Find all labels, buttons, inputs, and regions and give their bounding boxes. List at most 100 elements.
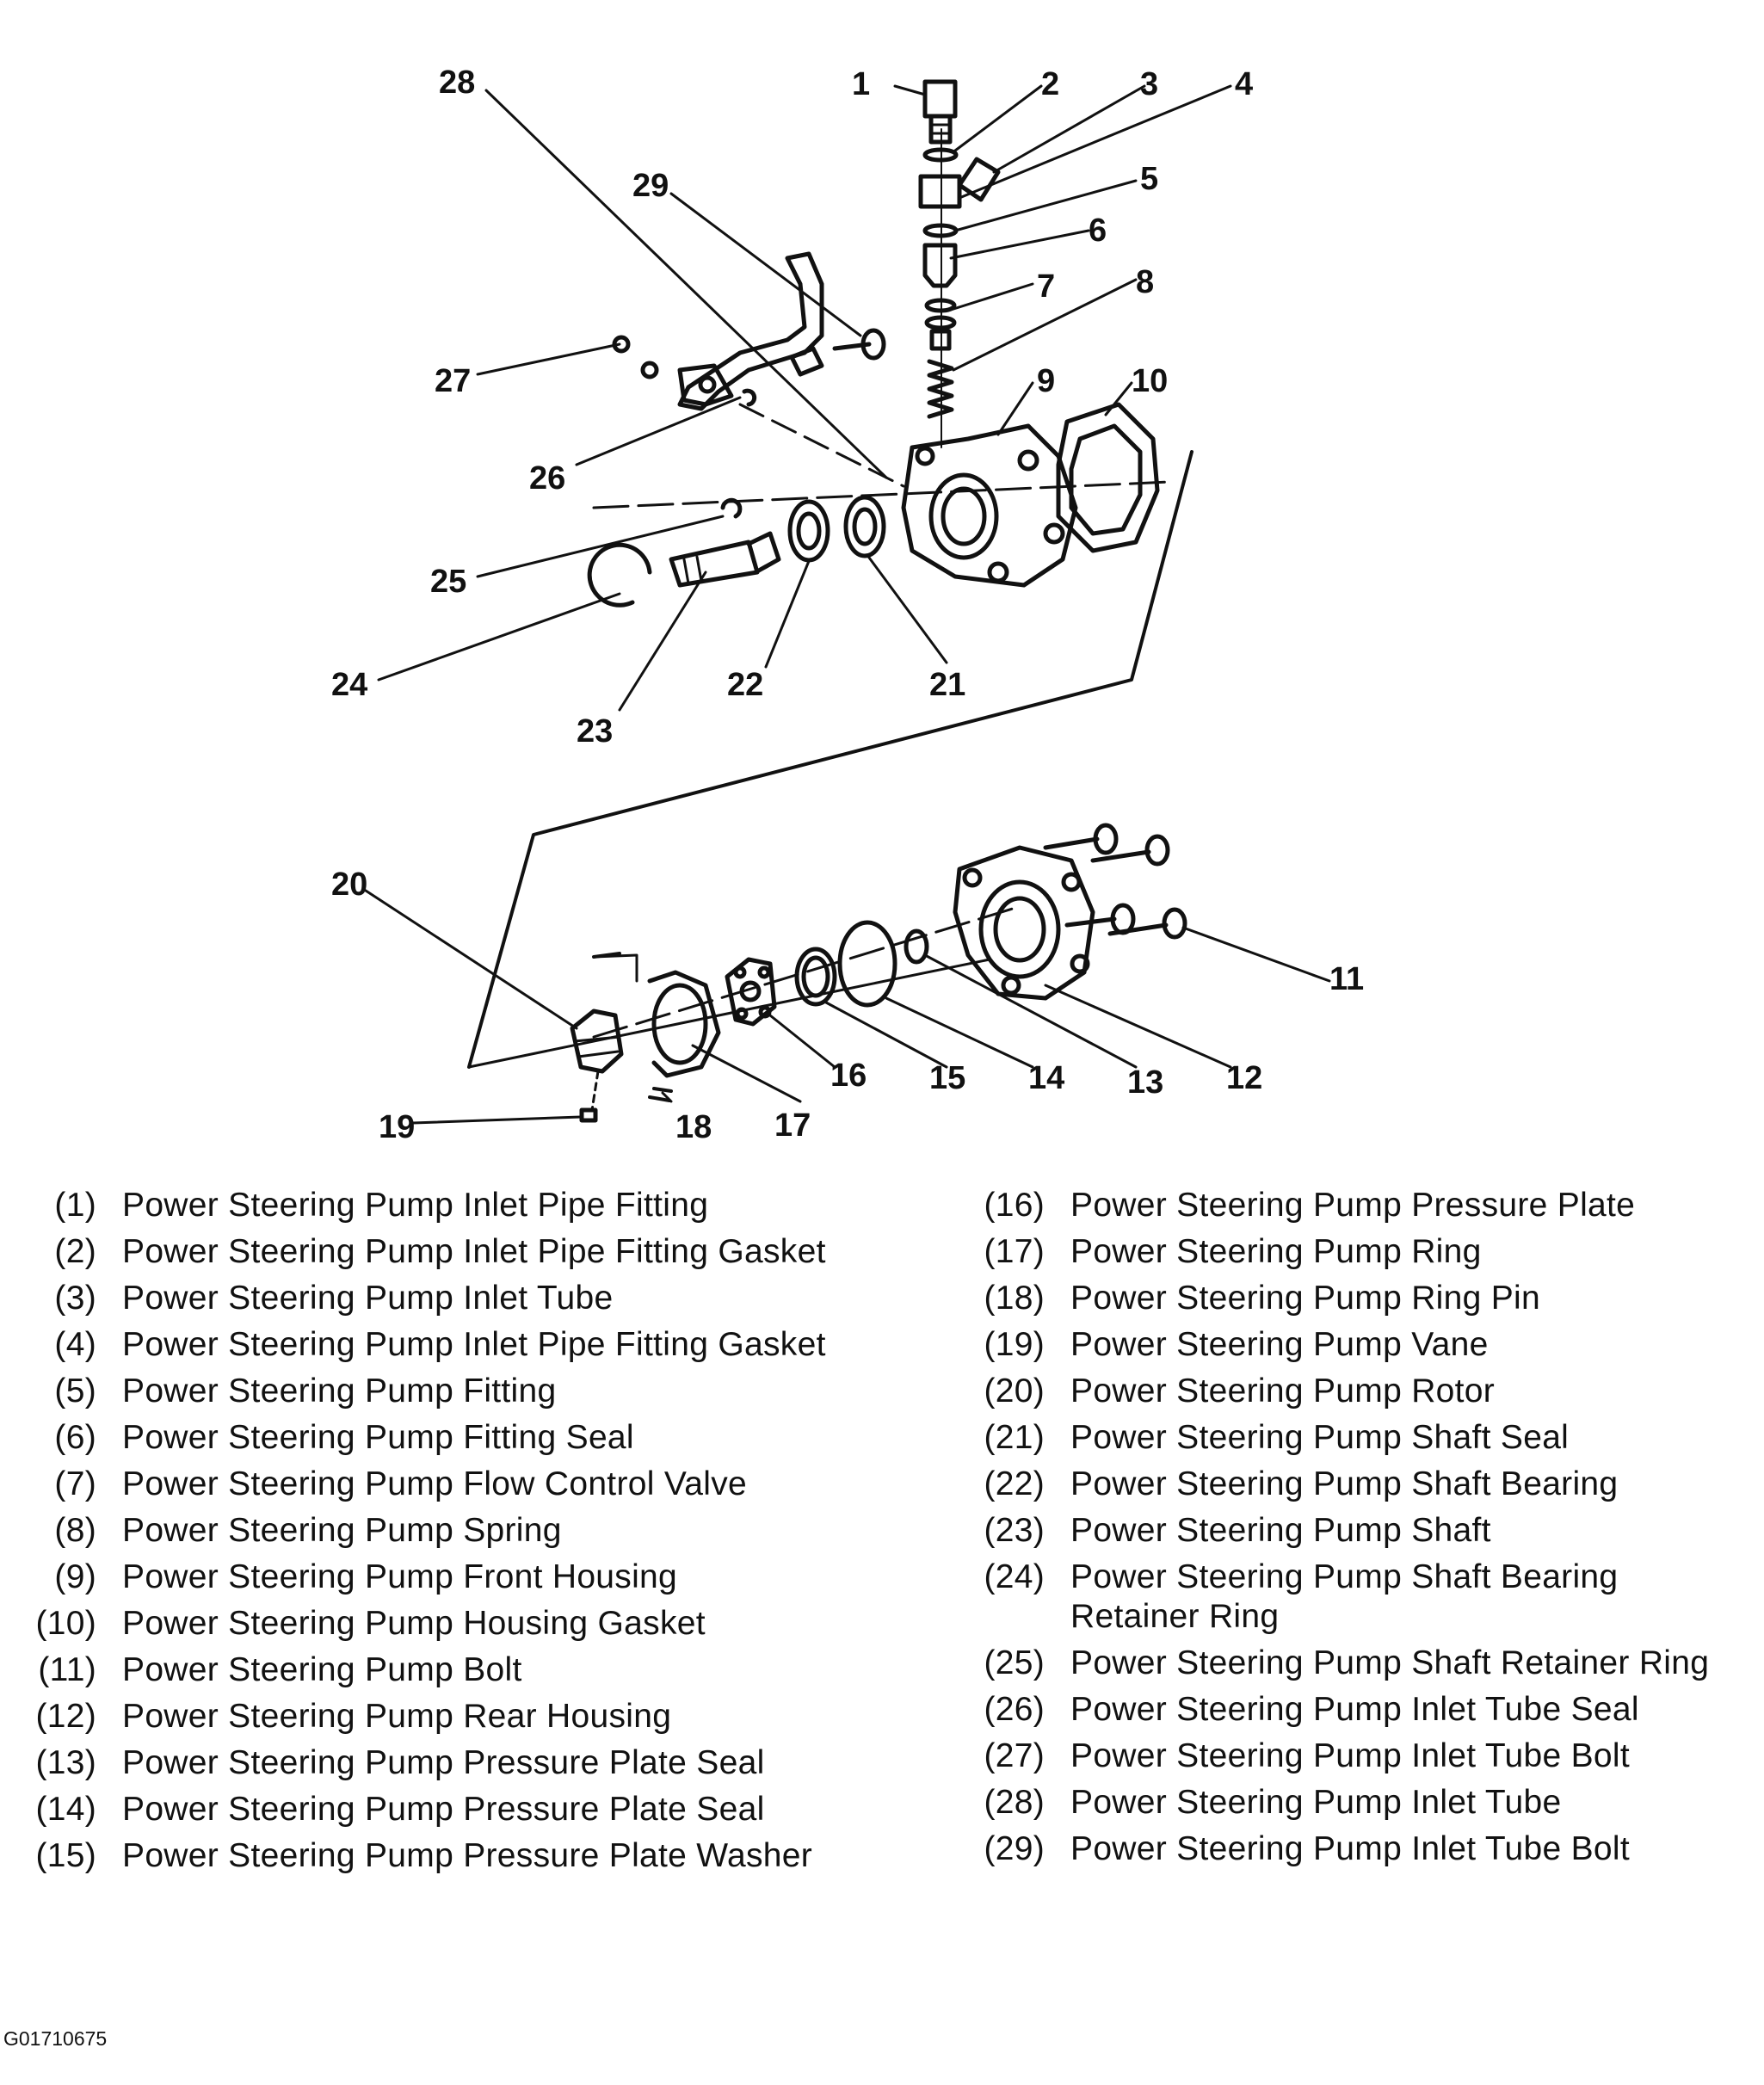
legend-number: (3) <box>54 1280 96 1317</box>
callout-1: 1 <box>852 66 870 102</box>
legend-number: (18) <box>984 1280 1045 1317</box>
legend-item: (22) Power Steering Pump Shaft Bearing <box>974 1465 1749 1504</box>
callout-3: 3 <box>1140 66 1158 102</box>
legend-number: (5) <box>54 1373 96 1410</box>
legend-number: (9) <box>54 1558 96 1595</box>
legend-item: (21) Power Steering Pump Shaft Seal <box>974 1418 1749 1458</box>
callout-11: 11 <box>1329 961 1364 997</box>
legend-number: (11) <box>38 1651 96 1688</box>
legend-item: (3) Power Steering Pump Inlet Tube <box>26 1279 938 1318</box>
legend-item: (23)Power Steering Pump Shaft <box>974 1511 1749 1551</box>
legend-item: (24) Power Steering Pump Shaft Bearing Re… <box>974 1558 1749 1637</box>
legend-label: Power Steering Pump Ring <box>1070 1233 1482 1270</box>
legend-item: (17) Power Steering Pump Ring <box>974 1232 1749 1272</box>
pressure-plate <box>725 957 777 1027</box>
legend-label: Power Steering Pump Inlet Pipe Fitting <box>122 1187 709 1224</box>
legend-number: (2) <box>54 1233 96 1270</box>
legend-label: Power Steering Pump Inlet Tube Seal <box>1070 1691 1639 1728</box>
legend-number: (8) <box>54 1512 96 1549</box>
callout-23: 23 <box>577 713 613 749</box>
legend-item: (13)Power Steering Pump Pressure Plate S… <box>26 1743 938 1783</box>
callout-8: 8 <box>1136 264 1154 300</box>
callout-16: 16 <box>830 1058 867 1094</box>
callout-29: 29 <box>632 168 669 204</box>
callout-18: 18 <box>675 1109 712 1145</box>
legend-label: Power Steering Pump Fitting <box>122 1373 557 1410</box>
callout-20: 20 <box>331 867 367 903</box>
legend-item: (26) Power Steering Pump Inlet Tube Seal <box>974 1690 1749 1730</box>
legend-label: Power Steering Pump Inlet Pipe Fitting G… <box>122 1326 826 1363</box>
callout-4: 4 <box>1235 66 1253 102</box>
legend-number: (17) <box>984 1233 1045 1270</box>
callout-7: 7 <box>1037 268 1055 305</box>
legend-number: (27) <box>984 1737 1045 1774</box>
legend-number: (7) <box>54 1465 96 1502</box>
legend-item: (12)Power Steering Pump Rear Housing <box>26 1697 938 1736</box>
legend-label: Power Steering Pump Shaft <box>1070 1512 1491 1549</box>
housing-gasket <box>1056 402 1160 553</box>
legend-label: Power Steering Pump Spring <box>122 1512 562 1549</box>
legend-label: Power Steering Pump Vane <box>1070 1326 1489 1363</box>
legend-item: (11) Power Steering Pump Bolt <box>26 1650 938 1690</box>
legend-label: Power Steering Pump Rotor <box>1070 1373 1496 1410</box>
legend-item: (14) Power Steering Pump Pressure Plate S… <box>26 1790 938 1829</box>
legend-item: (4) Power Steering Pump Inlet Pipe Fittin… <box>26 1325 938 1365</box>
legend-label: Power Steering Pump Ring Pin <box>1070 1280 1541 1317</box>
legend-label: Power Steering Pump Inlet Tube <box>122 1280 614 1317</box>
callout-10: 10 <box>1132 363 1168 399</box>
callout-17: 17 <box>774 1107 811 1144</box>
figure-id: G01710675 <box>3 2027 108 2050</box>
legend-right: (16) Power Steering Pump Pressure Plate (… <box>974 1186 1749 1876</box>
legend-number: (29) <box>984 1830 1045 1867</box>
legend-number: (28) <box>984 1784 1045 1821</box>
rear-housing <box>953 845 1095 1001</box>
callout-19: 19 <box>379 1109 415 1145</box>
legend-label: Power Steering Pump Shaft Seal <box>1070 1419 1570 1456</box>
callout-9: 9 <box>1037 363 1055 399</box>
legend-number: (10) <box>35 1605 96 1642</box>
legend-label: Power Steering Pump Front Housing <box>122 1558 678 1595</box>
legend-number: (20) <box>984 1373 1045 1410</box>
callout-12: 12 <box>1226 1060 1262 1096</box>
callout-27: 27 <box>435 363 471 399</box>
legend-number: (12) <box>35 1698 96 1735</box>
callout-13: 13 <box>1127 1064 1163 1101</box>
inlet-pipe-fitting-bolt <box>922 79 958 145</box>
legend-number: (25) <box>984 1644 1045 1681</box>
callout-2: 2 <box>1041 66 1059 102</box>
legend-number: (14) <box>35 1791 96 1828</box>
exploded-pump-diagram: 1 2 3 4 5 6 7 8 9 10 11 12 13 14 15 16 1… <box>331 65 1364 1145</box>
callout-15: 15 <box>929 1060 965 1096</box>
legend-item: (8) Power Steering Pump Spring <box>26 1511 938 1551</box>
legend-item: (1)Power Steering Pump Inlet Pipe Fittin… <box>26 1186 938 1225</box>
legend-item: (2)Power Steering Pump Inlet Pipe Fittin… <box>26 1232 938 1272</box>
legend-label: Power Steering Pump Shaft Bearing <box>1070 1465 1619 1502</box>
callout-25: 25 <box>430 564 466 600</box>
legend-label: Power Steering Pump Fitting Seal <box>122 1419 634 1456</box>
legend-label: Power Steering Pump Bolt <box>122 1651 522 1688</box>
legend-label: Power Steering Pump Pressure Plate Seal <box>122 1791 765 1828</box>
legend-number: (15) <box>35 1837 96 1874</box>
callout-5: 5 <box>1140 161 1158 197</box>
legend-number: (16) <box>984 1187 1045 1224</box>
legend-label: Power Steering Pump Inlet Tube Bolt <box>1070 1737 1631 1774</box>
legend-item: (5) Power Steering Pump Fitting <box>26 1372 938 1411</box>
legend-number: (21) <box>984 1419 1045 1456</box>
callout-21: 21 <box>929 667 965 703</box>
legend-item: (16) Power Steering Pump Pressure Plate <box>974 1186 1749 1225</box>
legend-number: (24) <box>984 1558 1045 1595</box>
legend-number: (4) <box>54 1326 96 1363</box>
legend-item: (20) Power Steering Pump Rotor <box>974 1372 1749 1411</box>
legend-number: (22) <box>984 1465 1045 1502</box>
legend-number: (26) <box>984 1691 1045 1728</box>
pump-rotor <box>570 1009 624 1074</box>
legend-label: Power Steering Pump Pressure Plate Washe… <box>122 1837 813 1874</box>
legend-item: (15) Power Steering Pump Pressure Plate W… <box>26 1836 938 1876</box>
legend-item: (29)Power Steering Pump Inlet Tube Bolt <box>974 1829 1749 1869</box>
callout-28: 28 <box>439 65 475 101</box>
legend-label: Power Steering Pump Pressure Plate <box>1070 1187 1636 1224</box>
inlet-tube <box>677 251 824 411</box>
legend-label: Power Steering Pump Shaft Bearing Retain… <box>1070 1558 1619 1635</box>
pump-shaft <box>669 531 781 588</box>
legend-left: (1)Power Steering Pump Inlet Pipe Fittin… <box>26 1186 938 1883</box>
